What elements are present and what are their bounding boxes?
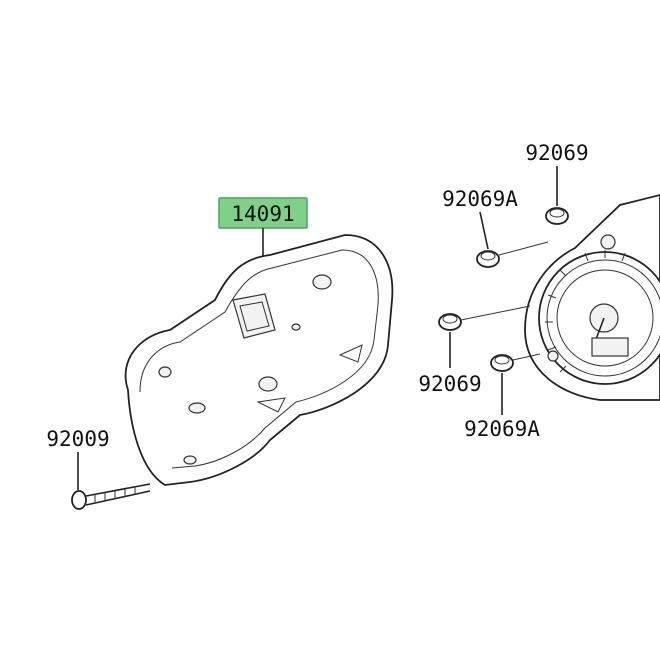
label-92069-mid[interactable]: 92069 xyxy=(418,372,481,396)
label-92069a-lower[interactable]: 92069A xyxy=(464,417,540,441)
instrument-cluster[interactable] xyxy=(524,194,660,401)
grommet-92069a-upper[interactable] xyxy=(476,250,500,268)
meter-housing[interactable] xyxy=(124,234,394,486)
label-92069a-upper[interactable]: 92069A xyxy=(442,187,518,211)
axis-92069-mid xyxy=(460,305,531,321)
grommet-92069-top[interactable] xyxy=(545,207,569,225)
label-14091[interactable]: 14091 xyxy=(231,202,294,226)
leader-92069a-upper xyxy=(479,211,489,250)
label-92069-top[interactable]: 92069 xyxy=(525,141,588,165)
grommet-92069-mid[interactable] xyxy=(438,313,462,331)
grommet-92069a-lower[interactable] xyxy=(490,354,514,372)
axis-92069a-upper xyxy=(498,241,549,256)
axis-92069a-lower xyxy=(512,353,541,361)
label-92009[interactable]: 92009 xyxy=(46,427,109,451)
screw-92009[interactable] xyxy=(71,483,151,510)
